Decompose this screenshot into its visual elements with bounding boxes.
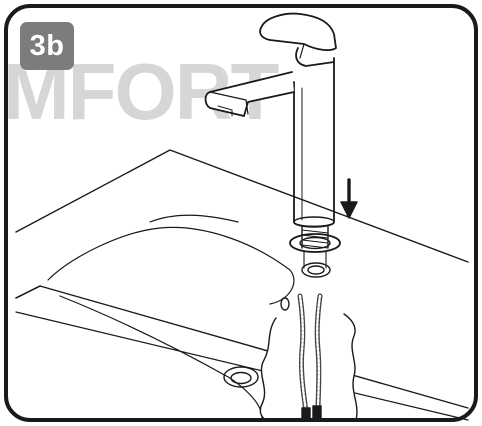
step-badge: 3b [20, 22, 74, 70]
washbasin [15, 149, 469, 421]
fixing-ring [289, 225, 341, 269]
mixer-tap [204, 12, 337, 228]
tap-hole [301, 262, 331, 278]
diagram-frame [4, 4, 478, 422]
arrow-down-icon [340, 178, 358, 219]
cutaway-hoses [259, 293, 358, 421]
